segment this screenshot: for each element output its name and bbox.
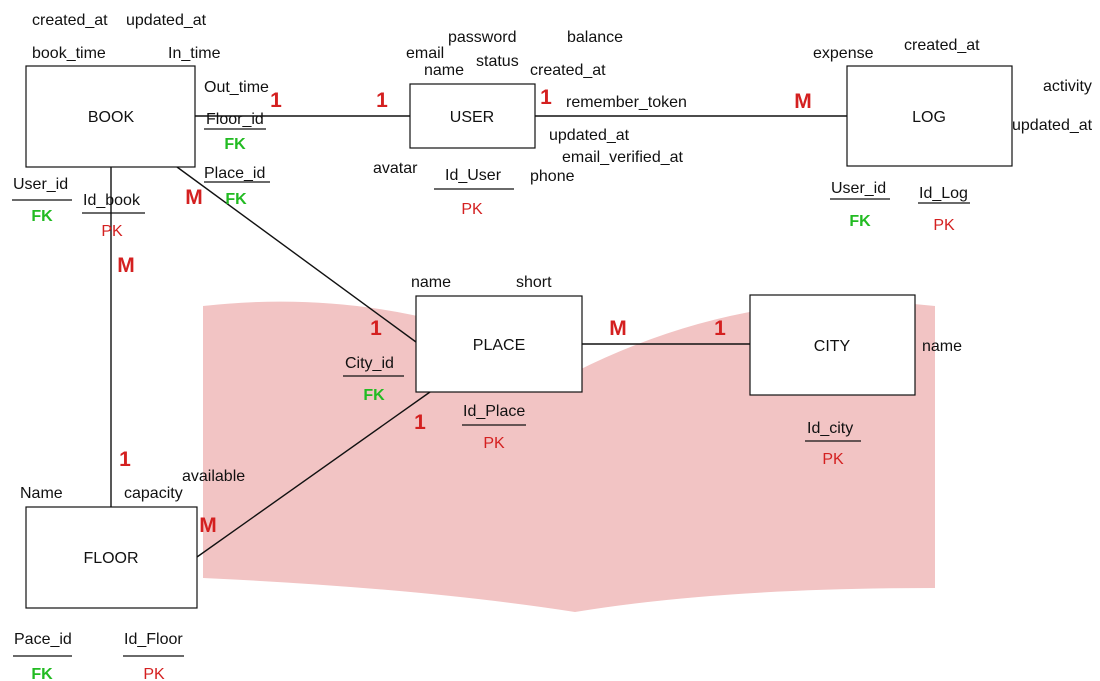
- log-attr-created-at: created_at: [904, 37, 980, 54]
- floor-attr-name: Name: [20, 485, 63, 502]
- relation-book-place: [176, 166, 417, 343]
- user-attr-remember-token: remember_token: [566, 94, 687, 111]
- card-book-floor-floor: 1: [119, 448, 131, 471]
- place-id-place-pk: PK: [483, 435, 505, 452]
- book-attr-id-book: Id_book: [83, 192, 141, 209]
- entity-user-name: USER: [450, 109, 494, 126]
- card-book-user-user: 1: [376, 89, 388, 112]
- user-attr-phone: phone: [530, 168, 575, 185]
- book-attr-in-time: In_time: [168, 45, 221, 62]
- floor-attr-id-floor: Id_Floor: [124, 631, 183, 648]
- log-attr-expense: expense: [813, 45, 874, 62]
- book-attr-out-time: Out_time: [204, 79, 269, 96]
- log-user-id-fk: FK: [849, 213, 871, 230]
- entity-place-name: PLACE: [473, 337, 525, 354]
- book-attr-user-id: User_id: [13, 176, 68, 193]
- book-id-book-pk: PK: [101, 223, 123, 240]
- book-user-id-fk: FK: [31, 208, 53, 225]
- floor-attr-capacity: capacity: [124, 485, 183, 502]
- user-attr-avatar: avatar: [373, 160, 418, 177]
- user-attr-created-at: created_at: [530, 62, 606, 79]
- place-attr-id-place: Id_Place: [463, 403, 525, 420]
- floor-pace-id-fk: FK: [31, 666, 53, 681]
- card-place-city-place: M: [609, 317, 627, 340]
- user-attr-email-verified-at: email_verified_at: [562, 149, 684, 166]
- user-attr-balance: balance: [567, 29, 623, 46]
- floor-attr-available: available: [182, 468, 245, 485]
- place-attr-name: name: [411, 274, 451, 291]
- entity-floor-box: [25, 506, 198, 609]
- place-attr-city-id: City_id: [345, 355, 394, 372]
- book-attr-created-at: created_at: [32, 12, 108, 29]
- card-place-city-city: 1: [714, 317, 726, 340]
- place-attr-short: short: [516, 274, 552, 291]
- floor-id-floor-pk: PK: [143, 666, 165, 681]
- city-attr-name: name: [922, 338, 962, 355]
- user-attr-password: password: [448, 29, 516, 46]
- log-attr-id-log: Id_Log: [919, 185, 968, 202]
- log-attr-updated-at: updated_at: [1012, 117, 1093, 134]
- user-attr-status: status: [476, 53, 519, 70]
- city-id-city-pk: PK: [822, 451, 844, 468]
- book-attr-place-id: Place_id: [204, 165, 265, 182]
- entity-log-box: [846, 65, 1013, 167]
- entity-city-name: CITY: [814, 338, 851, 355]
- entity-place-box: [415, 295, 583, 393]
- card-book-place-place: 1: [370, 317, 382, 340]
- book-floor-id-fk: FK: [224, 136, 246, 153]
- user-attr-email: email: [406, 45, 444, 62]
- log-id-log-pk: PK: [933, 217, 955, 234]
- user-id-user-pk: PK: [461, 201, 483, 218]
- card-floor-place-floor: M: [199, 514, 217, 537]
- entity-user-box: [409, 83, 536, 149]
- log-attr-activity: activity: [1043, 78, 1092, 95]
- card-book-user-book: 1: [270, 89, 282, 112]
- user-attr-name: name: [424, 62, 464, 79]
- entity-city-box: [749, 294, 916, 396]
- book-place-id-fk: FK: [225, 191, 247, 208]
- book-attr-book-time: book_time: [32, 45, 106, 62]
- relation-floor-place: [196, 391, 431, 558]
- floor-attr-pace-id: Pace_id: [14, 631, 72, 648]
- card-book-place-book: M: [185, 186, 203, 209]
- card-user-log-log: M: [794, 90, 812, 113]
- entity-book-name: BOOK: [88, 109, 135, 126]
- entity-log-name: LOG: [912, 109, 946, 126]
- card-floor-place-place: 1: [414, 411, 426, 434]
- user-attr-id-user: Id_User: [445, 167, 502, 184]
- entity-book-box: [25, 65, 196, 168]
- log-attr-user-id: User_id: [831, 180, 886, 197]
- book-attr-updated-at: updated_at: [126, 12, 207, 29]
- place-city-id-fk: FK: [363, 387, 385, 404]
- card-book-floor-book: M: [117, 254, 135, 277]
- book-attr-floor-id: Floor_id: [206, 111, 264, 128]
- city-attr-id-city: Id_city: [807, 420, 853, 437]
- user-attr-updated-at: updated_at: [549, 127, 630, 144]
- entity-floor-name: FLOOR: [83, 550, 138, 567]
- card-user-log-user: 1: [540, 86, 552, 109]
